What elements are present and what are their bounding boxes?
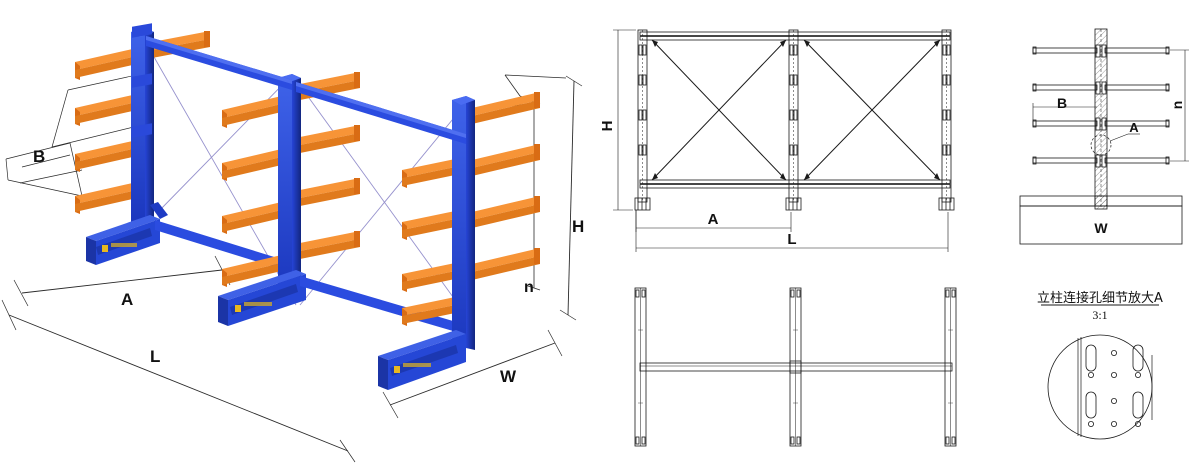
iso-base-middle — [218, 270, 306, 326]
side-dim-B — [1032, 103, 1097, 120]
side-base-beam — [1019, 195, 1183, 245]
iso-base-front — [378, 330, 466, 390]
iso-label-n: n — [524, 279, 534, 296]
elev-bracing-bay1 — [651, 39, 787, 181]
iso-arms-front-right — [472, 92, 540, 280]
iso-column-front — [378, 92, 540, 390]
iso-dimension-labels: B A L H n W — [33, 147, 584, 386]
detail-scale: 3:1 — [1092, 308, 1107, 322]
plan-base-middle — [789, 287, 802, 447]
side-label-n: n — [1169, 101, 1185, 110]
iso-label-H: H — [572, 217, 584, 236]
plan-view-panel — [600, 270, 1000, 473]
detail-round-holes — [1088, 350, 1141, 427]
elev-label-L: L — [787, 231, 796, 248]
side-column — [1094, 28, 1108, 210]
detail-slot-holes — [1085, 344, 1144, 419]
side-section-svg: B A n W — [1019, 28, 1189, 245]
iso-base-rear — [86, 215, 160, 265]
detail-enlargement-svg: 立柱连接孔细节放大A 3:1 — [1037, 290, 1163, 440]
side-dim-n — [1170, 49, 1189, 162]
rear-elevation-svg: H A L — [600, 29, 955, 252]
iso-arms-front-left — [402, 158, 460, 326]
isometric-view-svg: B A L H n W — [1, 23, 584, 463]
iso-label-A: A — [121, 290, 133, 309]
side-label-A: A — [1129, 120, 1139, 135]
elev-label-H: H — [600, 121, 616, 132]
iso-arms-mid-left — [222, 94, 290, 287]
iso-upright-rear — [131, 23, 154, 224]
detail-enlargement-panel: 立柱连接孔细节放大A 3:1 — [1000, 275, 1200, 473]
side-arms-level-1 — [1032, 46, 1170, 55]
plan-connecting-rail — [639, 360, 953, 374]
elev-columns — [634, 29, 955, 211]
elev-horizontal-beams — [639, 31, 951, 189]
iso-arms-rear-left — [75, 46, 146, 214]
iso-upright-front — [452, 96, 475, 354]
iso-logo-mark-2 — [235, 305, 241, 312]
elev-bracing-bay2 — [803, 39, 941, 181]
rear-elevation-panel: H A L — [600, 0, 1000, 270]
detail-title: 立柱连接孔细节放大A — [1037, 290, 1163, 306]
iso-column-middle — [218, 72, 470, 336]
elev-dim-L — [635, 210, 949, 252]
detail-boundary-circle — [1047, 334, 1153, 440]
elev-dim-H — [613, 29, 636, 211]
side-arms-level-3 — [1032, 119, 1170, 128]
side-detail-callout-A — [1090, 133, 1140, 156]
iso-column-rear — [75, 23, 300, 275]
plan-view-svg — [634, 287, 957, 447]
iso-logo-mark-1 — [102, 245, 108, 252]
plan-base-right — [944, 287, 957, 447]
side-label-B: B — [1057, 95, 1067, 111]
plan-base-left — [634, 287, 647, 447]
detail-circle-group — [1047, 334, 1153, 440]
side-arms-level-4 — [1032, 156, 1170, 165]
elev-label-A: A — [708, 211, 719, 228]
iso-top-tie-beams — [146, 36, 466, 144]
side-arms-level-2 — [1032, 83, 1170, 92]
side-section-panel: B A n W — [1000, 0, 1200, 275]
iso-label-W: W — [500, 367, 517, 386]
side-label-W: W — [1094, 220, 1108, 236]
iso-upright-middle — [278, 74, 301, 294]
isometric-view-panel: B A L H n W — [1, 23, 584, 463]
iso-logo-mark-3 — [394, 366, 400, 373]
iso-label-L: L — [150, 347, 160, 366]
iso-label-B: B — [33, 147, 45, 166]
